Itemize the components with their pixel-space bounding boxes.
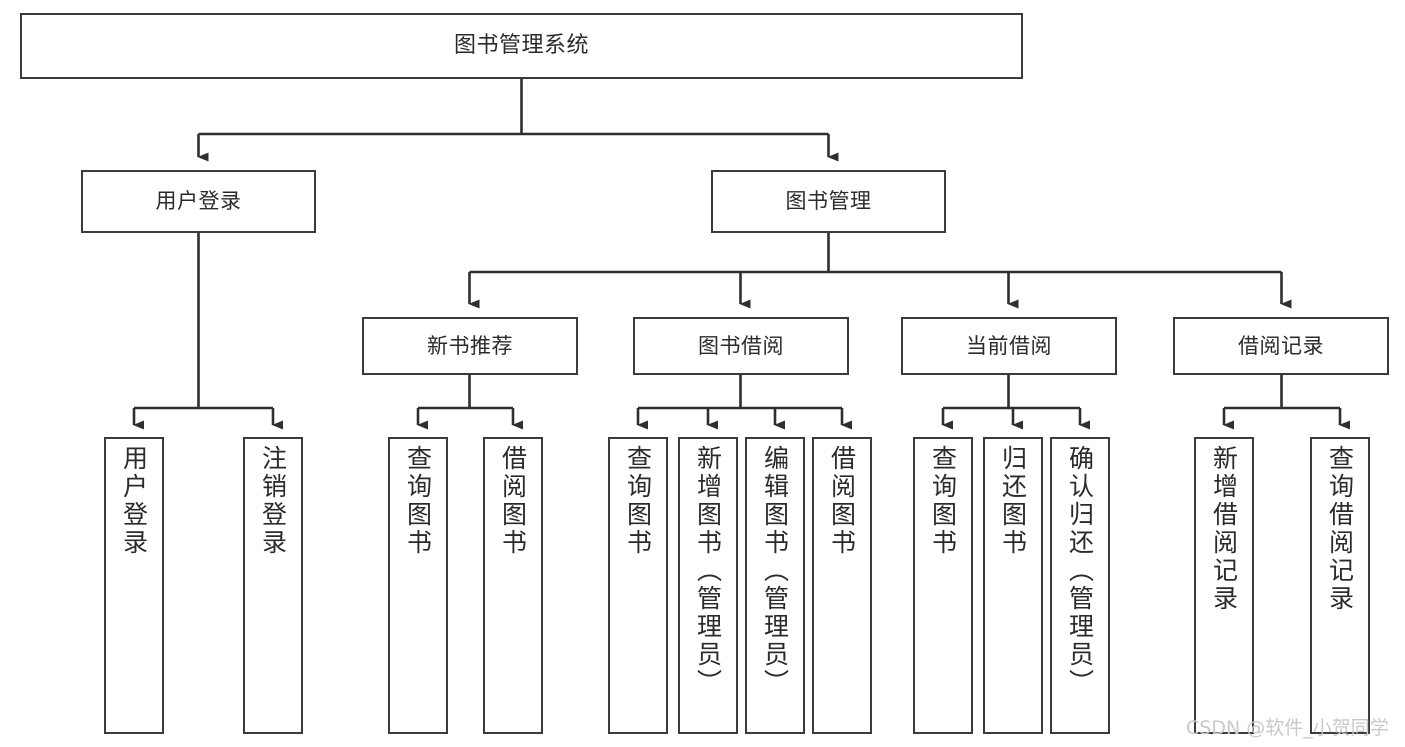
node-leaf-query-borrow-record[interactable]: 查询借阅记录 (1310, 437, 1370, 734)
node-label: 新增借阅记录 (1209, 445, 1239, 613)
node-label: 用户登录 (155, 189, 242, 214)
node-label: 图书管理 (785, 189, 872, 214)
node-label: 查询图书 (403, 445, 433, 557)
node-leaf-add-borrow-record[interactable]: 新增借阅记录 (1194, 437, 1254, 734)
node-label: 借阅图书 (498, 445, 528, 557)
node-leaf-query-book-current[interactable]: 查询图书 (913, 437, 973, 734)
node-label: 查询图书 (928, 445, 958, 557)
node-label: 查询图书 (623, 445, 653, 557)
node-label: 归还图书 (998, 445, 1028, 557)
node-leaf-logout[interactable]: 注销登录 (243, 437, 303, 734)
csdn-watermark: CSDN @软件_小贺同学 (1186, 717, 1389, 739)
node-label: 当前借阅 (966, 333, 1052, 358)
node-new-book-recommend[interactable]: 新书推荐 (362, 317, 578, 375)
node-label: 借阅记录 (1238, 333, 1324, 358)
node-label: 新增图书（管理员） (693, 445, 723, 697)
node-leaf-query-book-recommend[interactable]: 查询图书 (388, 437, 448, 734)
node-leaf-user-login[interactable]: 用户登录 (104, 437, 164, 734)
node-leaf-edit-book-admin[interactable]: 编辑图书（管理员） (745, 437, 805, 734)
node-user-login[interactable]: 用户登录 (81, 170, 316, 233)
node-label: 用户登录 (119, 445, 149, 557)
node-borrow-record[interactable]: 借阅记录 (1173, 317, 1389, 375)
node-leaf-borrow-book[interactable]: 借阅图书 (812, 437, 872, 734)
node-root-book-management-system[interactable]: 图书管理系统 (20, 13, 1023, 79)
node-leaf-return-book[interactable]: 归还图书 (983, 437, 1043, 734)
node-leaf-query-book-borrow[interactable]: 查询图书 (608, 437, 668, 734)
node-current-borrow[interactable]: 当前借阅 (901, 317, 1117, 375)
node-book-manage[interactable]: 图书管理 (711, 170, 946, 233)
node-label: 图书管理系统 (453, 33, 589, 59)
node-label: 图书借阅 (698, 333, 784, 358)
node-label: 确认归还（管理员） (1065, 445, 1095, 697)
node-label: 借阅图书 (827, 445, 857, 557)
node-label: 新书推荐 (427, 333, 513, 358)
node-leaf-borrow-book-recommend[interactable]: 借阅图书 (483, 437, 543, 734)
node-label: 编辑图书（管理员） (760, 445, 790, 697)
node-book-borrow[interactable]: 图书借阅 (633, 317, 849, 375)
node-label: 查询借阅记录 (1325, 445, 1355, 613)
node-label: 注销登录 (258, 445, 288, 557)
node-leaf-confirm-return-admin[interactable]: 确认归还（管理员） (1050, 437, 1110, 734)
node-leaf-add-book-admin[interactable]: 新增图书（管理员） (678, 437, 738, 734)
